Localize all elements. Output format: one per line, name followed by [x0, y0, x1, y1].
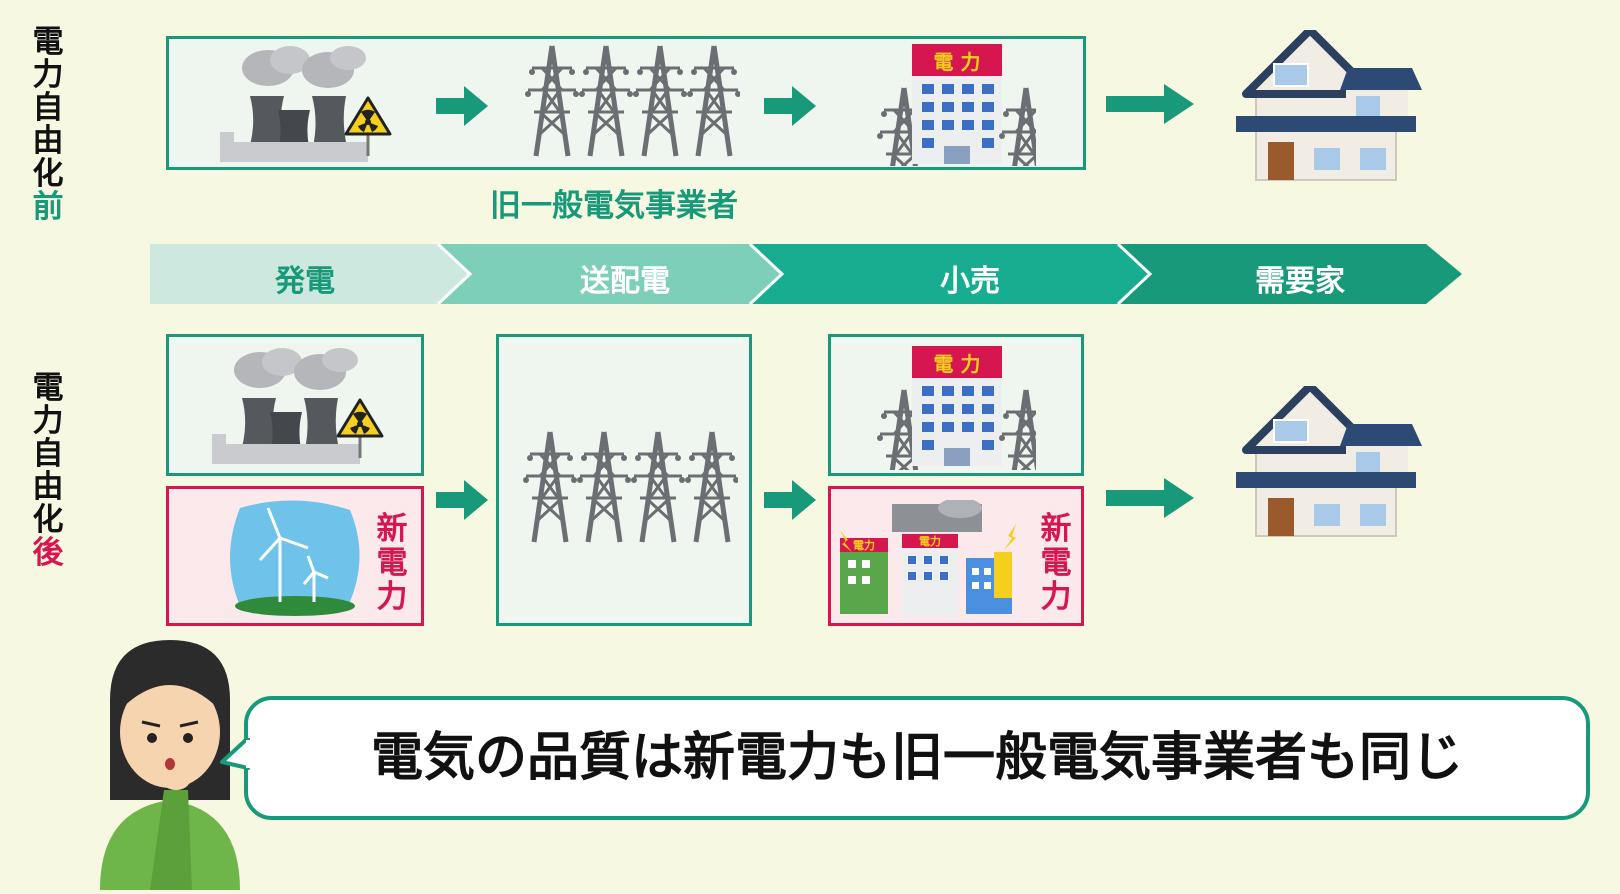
power-plant-icon — [212, 348, 384, 464]
arrow-right-icon — [436, 480, 488, 520]
before-liberalization-label: 電 力 自 由 化 前 — [28, 26, 68, 224]
stage-consumer: 需要家 — [1255, 264, 1345, 299]
transmission-tower-icon — [520, 40, 740, 164]
stage-retail: 小売 — [940, 264, 1000, 299]
new-char-2: 電 — [376, 545, 408, 581]
after-char-3: 自 — [32, 436, 64, 472]
transmission-shared-box — [496, 334, 752, 626]
house-icon — [1236, 30, 1426, 190]
before-char-5: 化 — [32, 156, 64, 192]
new-power-tag-generation: 新 電 力 — [372, 512, 412, 614]
before-char-3: 自 — [32, 90, 64, 126]
arrow-right-icon — [1106, 478, 1194, 518]
transmission-tower-icon — [518, 426, 738, 550]
new-power-tag-retail: 新 電 力 — [1036, 512, 1076, 614]
woman-thinking-icon — [100, 640, 240, 890]
new-char-1: 新 — [1040, 511, 1072, 547]
old-utility-caption: 旧一般電気事業者 — [490, 188, 738, 224]
before-char-4: 由 — [32, 123, 64, 159]
after-char-5: 化 — [32, 502, 64, 538]
stage-1-chevron — [150, 244, 470, 304]
after-liberalization-label: 電 力 自 由 化 後 — [28, 372, 68, 570]
arrow-right-icon — [436, 86, 488, 126]
new-char-3: 力 — [376, 579, 408, 615]
arrow-right-icon — [764, 480, 816, 520]
stage-3-chevron — [750, 244, 1150, 304]
wind-turbine-icon — [230, 500, 360, 616]
small-building-sign: 電力 — [919, 535, 941, 548]
stage-2-chevron — [438, 244, 782, 304]
after-char-1: 電 — [32, 370, 64, 406]
small-building-sign: 電力 — [853, 539, 875, 552]
building-sign: 電 力 — [933, 352, 981, 376]
power-plant-icon — [220, 46, 392, 162]
building-sign: 電 力 — [933, 50, 981, 74]
speech-text: 電気の品質は新電力も旧一般電気事業者も同じ — [370, 728, 1463, 788]
new-char-1: 新 — [376, 511, 408, 547]
stage-generation: 発電 — [275, 264, 335, 299]
arrow-right-icon — [1106, 84, 1194, 124]
before-char-6: 前 — [32, 189, 64, 225]
before-char-2: 力 — [32, 57, 64, 93]
arrow-right-icon — [764, 86, 816, 126]
house-icon — [1236, 386, 1426, 546]
new-power-companies-icon — [840, 500, 1016, 616]
speech-bubble — [244, 696, 1590, 820]
after-char-4: 由 — [32, 469, 64, 505]
stage-4-chevron — [1118, 244, 1462, 304]
after-char-2: 力 — [32, 403, 64, 439]
new-char-2: 電 — [1040, 545, 1072, 581]
stage-transmission: 送配電 — [580, 264, 670, 299]
before-char-1: 電 — [32, 24, 64, 60]
new-char-3: 力 — [1040, 579, 1072, 615]
after-char-6: 後 — [32, 535, 64, 571]
supply-chain-stage-bar — [150, 244, 1462, 306]
speech-bubble-tail — [220, 738, 250, 770]
